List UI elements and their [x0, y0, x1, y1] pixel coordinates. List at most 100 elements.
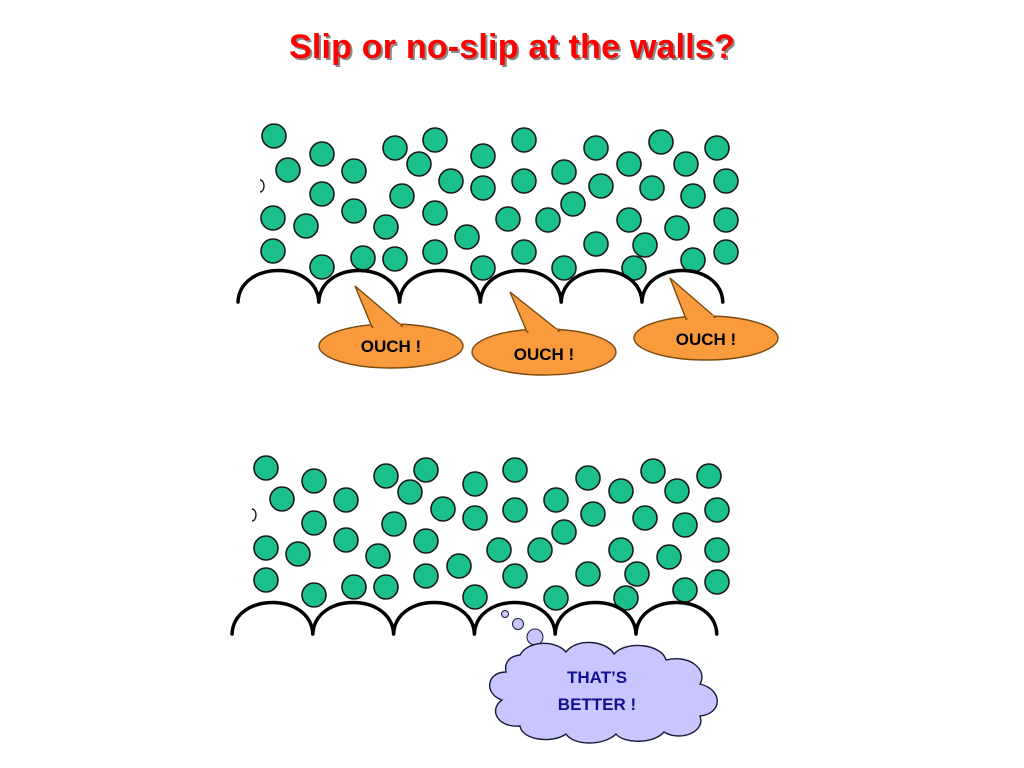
fluid-particle: [704, 135, 730, 161]
fluid-particle: [446, 553, 472, 579]
fluid-particle: [422, 239, 448, 265]
fluid-particle: [502, 457, 528, 483]
fluid-particle: [560, 191, 586, 217]
top-wall-bumps: [236, 268, 725, 304]
fluid-particle: [580, 501, 606, 527]
fluid-particle: [309, 181, 335, 207]
fluid-particle: [648, 129, 674, 155]
fluid-particle: [422, 127, 448, 153]
speech-bubble-seam: [687, 315, 714, 320]
fluid-particle: [341, 158, 367, 184]
fluid-particle: [350, 245, 376, 271]
fluid-particle: [551, 255, 577, 281]
fluid-particle: [664, 215, 690, 241]
fluid-particle: [285, 541, 311, 567]
fluid-particle: [511, 239, 537, 265]
fluid-particle: [275, 157, 301, 183]
fluid-particle: [696, 463, 722, 489]
fluid-particle: [621, 255, 647, 281]
fluid-particle: [470, 255, 496, 281]
fluid-particle: [511, 168, 537, 194]
fluid-particle: [382, 246, 408, 272]
fluid-particle: [486, 537, 512, 563]
slide-title: Slip or no-slip at the walls?: [289, 28, 735, 66]
fluid-particle: [613, 585, 639, 611]
wall-bump-row: [230, 600, 719, 636]
fluid-particle: [470, 175, 496, 201]
fluid-particle: [260, 205, 286, 231]
fluid-particle: [413, 457, 439, 483]
thought-text-line2: BETTER !: [558, 695, 636, 714]
bottom-particle-group: [251, 455, 730, 611]
fluid-particle: [301, 468, 327, 494]
fluid-particle: [333, 487, 359, 513]
thought-dot: [501, 610, 509, 618]
speech-bubble-seam: [373, 324, 401, 328]
fluid-particle: [309, 141, 335, 167]
fluid-particle: [704, 569, 730, 595]
fluid-particle: [680, 247, 706, 273]
fluid-particle: [535, 207, 561, 233]
top-particle-group: [259, 123, 739, 281]
fluid-particle: [713, 168, 739, 194]
fluid-particle: [462, 584, 488, 610]
fluid-particle: [673, 151, 699, 177]
fluid-particle: [381, 511, 407, 537]
fluid-particle: [413, 563, 439, 589]
speech-bubble-ouch: OUCH !: [471, 291, 617, 376]
fluid-particle: [454, 224, 480, 250]
clipped-particle-edge: [251, 508, 257, 522]
speech-bubble-tail: [509, 291, 561, 333]
fluid-particle: [616, 207, 642, 233]
fluid-particle: [639, 175, 665, 201]
fluid-particle: [608, 537, 634, 563]
fluid-particle: [608, 478, 634, 504]
fluid-particle: [253, 455, 279, 481]
fluid-particle: [502, 563, 528, 589]
fluid-particle: [575, 561, 601, 587]
speech-bubble-label: OUCH !: [361, 337, 421, 356]
fluid-particle: [269, 486, 295, 512]
fluid-particle: [422, 200, 448, 226]
fluid-particle: [253, 535, 279, 561]
fluid-particle: [462, 505, 488, 531]
fluid-particle: [704, 497, 730, 523]
fluid-particle: [543, 487, 569, 513]
fluid-particle: [470, 143, 496, 169]
fluid-particle: [680, 183, 706, 209]
fluid-particle: [462, 471, 488, 497]
fluid-particle: [495, 206, 521, 232]
fluid-particle: [341, 574, 367, 600]
fluid-particle: [309, 254, 335, 280]
fluid-particle: [397, 479, 423, 505]
fluid-particle: [293, 213, 319, 239]
thought-dot: [526, 628, 544, 646]
fluid-particle: [373, 214, 399, 240]
fluid-particle: [406, 151, 432, 177]
fluid-particle: [588, 173, 614, 199]
thought-dot: [512, 618, 524, 630]
fluid-particle: [341, 198, 367, 224]
fluid-particle: [632, 505, 658, 531]
thought-cloud: [489, 641, 718, 744]
fluid-particle: [430, 496, 456, 522]
fluid-particle: [640, 458, 666, 484]
fluid-particle: [413, 528, 439, 554]
wall-bump-row: [236, 268, 725, 304]
fluid-particle: [511, 127, 537, 153]
fluid-particle: [656, 544, 682, 570]
fluid-particle: [253, 567, 279, 593]
speech-bubble-label: OUCH !: [676, 330, 736, 349]
clipped-particle-edge: [259, 179, 265, 193]
fluid-particle: [624, 561, 650, 587]
fluid-particle: [704, 537, 730, 563]
fluid-particle: [261, 123, 287, 149]
fluid-particle: [664, 478, 690, 504]
thought-text-line1: THAT’S: [567, 668, 627, 687]
fluid-particle: [260, 238, 286, 264]
fluid-particle: [672, 512, 698, 538]
fluid-particle: [365, 543, 391, 569]
fluid-particle: [333, 527, 359, 553]
